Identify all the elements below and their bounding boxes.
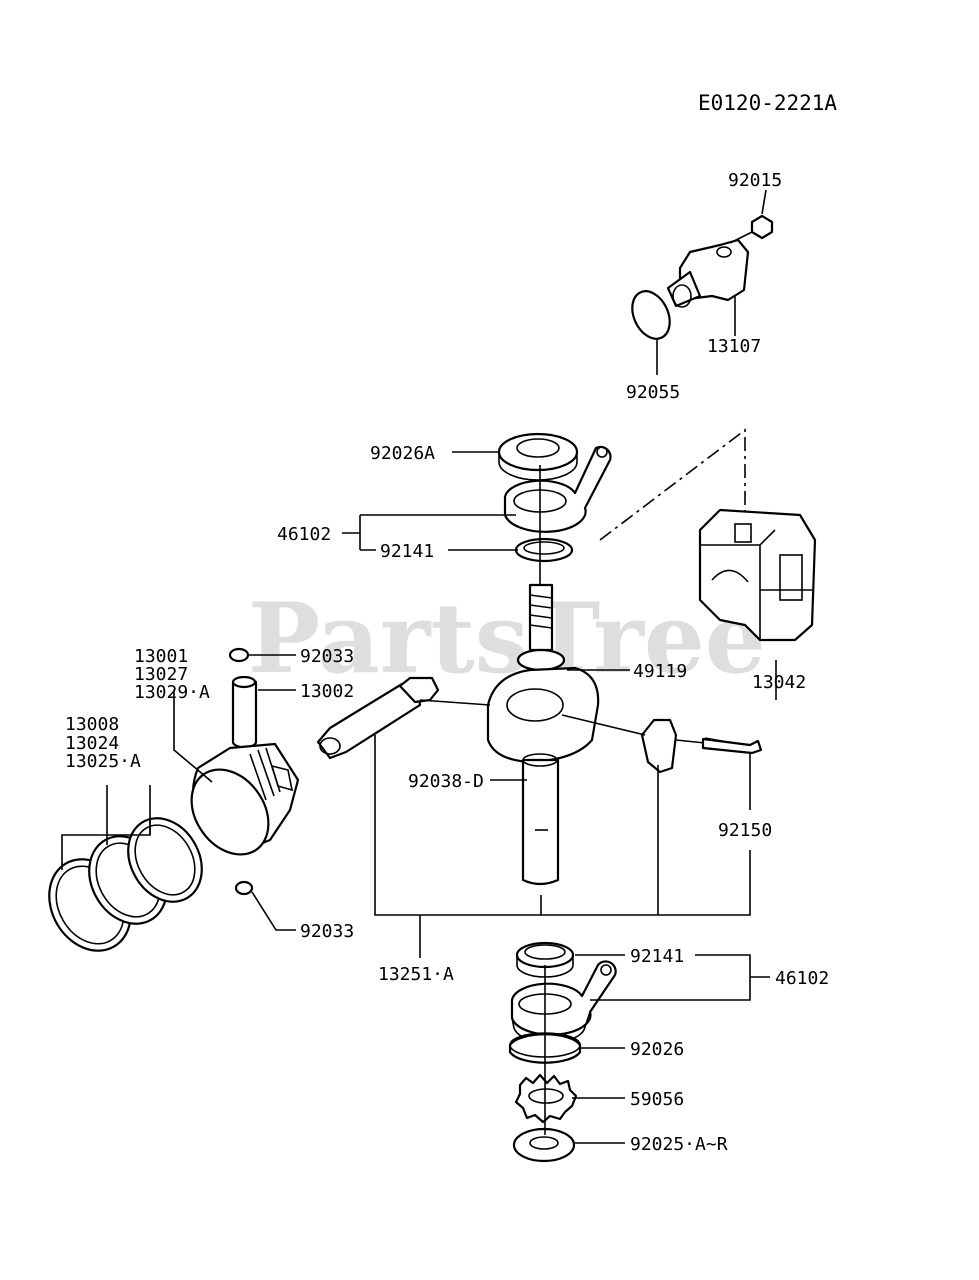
part-92141-bottom-ring[interactable] xyxy=(515,941,575,978)
label-13027: 13027 xyxy=(134,664,188,685)
part-13042-camshaft[interactable] xyxy=(698,508,817,642)
label-46102-bottom: 46102 xyxy=(775,968,829,989)
leader-lines xyxy=(61,514,777,1144)
label-92141-top: 92141 xyxy=(380,541,434,562)
part-92033-lower-clip[interactable] xyxy=(234,880,254,896)
label-92033-bottom: 92033 xyxy=(300,921,354,942)
part-92026A-seal[interactable] xyxy=(452,432,579,481)
label-13008: 13008 xyxy=(65,714,119,735)
label-13024: 13024 xyxy=(65,733,119,754)
label-92055: 92055 xyxy=(626,382,680,403)
part-piston-ring-set[interactable] xyxy=(33,805,216,966)
label-92025-A-R: 92025·A~R xyxy=(630,1134,728,1155)
part-13001-piston[interactable] xyxy=(176,742,300,869)
label-92015: 92015 xyxy=(728,170,782,191)
label-92141-bottom: 92141 xyxy=(630,946,684,967)
label-13025A: 13025·A xyxy=(65,751,141,772)
label-13042: 13042 xyxy=(752,672,806,693)
part-92025-washer[interactable] xyxy=(512,1127,576,1163)
label-13001: 13001 xyxy=(134,646,188,667)
part-59056-gear[interactable] xyxy=(514,1073,578,1124)
label-49119: 49119 xyxy=(633,661,687,682)
diagram-code: E0120-2221A xyxy=(698,91,837,115)
label-13002: 13002 xyxy=(300,681,354,702)
part-13251A-connecting-rod[interactable] xyxy=(316,676,763,774)
label-59056: 59056 xyxy=(630,1089,684,1110)
part-49119-crankshaft[interactable] xyxy=(486,583,600,915)
label-13029A: 13029·A xyxy=(134,682,210,703)
watermark: PartsTree xyxy=(248,582,766,695)
label-46102-top: 46102 xyxy=(277,524,331,545)
part-13002-piston-pin[interactable] xyxy=(231,675,258,749)
part-92141-top-ring[interactable] xyxy=(514,537,574,563)
label-92150: 92150 xyxy=(718,820,772,841)
label-92038D: 92038-D xyxy=(408,771,484,792)
label-92026A: 92026A xyxy=(370,443,435,464)
part-13107-governor-shaft[interactable] xyxy=(666,238,750,336)
label-13251A: 13251·A xyxy=(378,964,454,985)
label-13107: 13107 xyxy=(707,336,761,357)
part-92055-o-ring[interactable] xyxy=(625,285,677,375)
label-92033-top: 92033 xyxy=(300,646,354,667)
part-92015-nut[interactable] xyxy=(729,189,774,244)
label-92026: 92026 xyxy=(630,1039,684,1060)
part-92033-upper-clip[interactable] xyxy=(228,647,250,663)
